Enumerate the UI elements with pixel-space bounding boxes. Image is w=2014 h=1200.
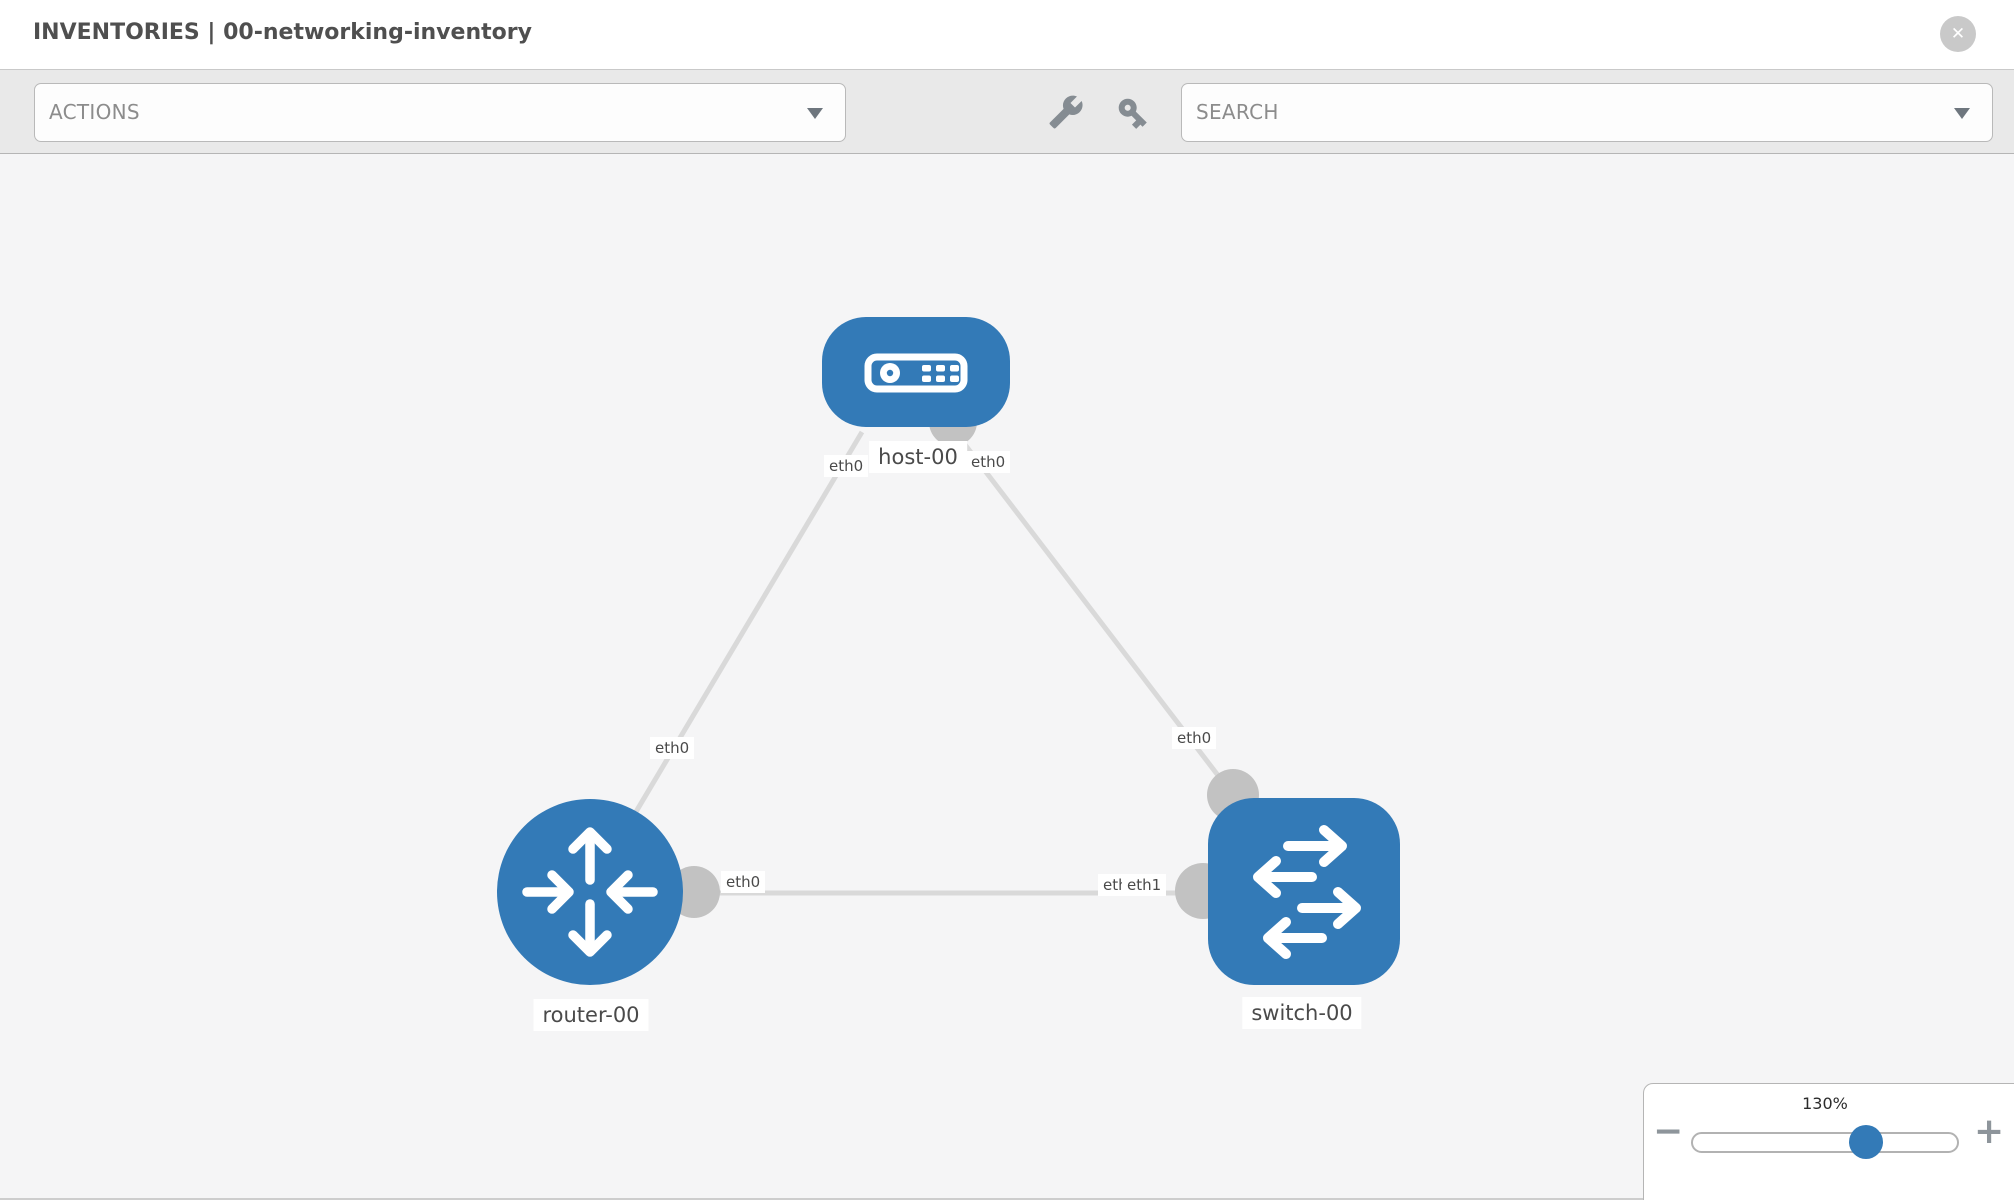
node-router-00[interactable] [497,799,683,985]
interface-label-router00-eth0-top: eth0 [650,737,695,760]
key-icon [1115,98,1151,135]
switch-arrows-icon [1253,825,1361,959]
interface-connectors [668,398,1259,919]
zoom-out-button[interactable]: − [1653,1111,1684,1152]
node-switch-00[interactable] [1208,798,1400,985]
actions-dropdown-label: ACTIONS [49,100,140,124]
search-placeholder: SEARCH [1196,100,1279,124]
node-label-switch-00: switch-00 [1242,997,1362,1030]
page-title: INVENTORIES | 00-networking-inventory [33,20,532,45]
links [615,423,1235,896]
interface-label-router00-eth0-right: eth0 [721,871,766,894]
zoom-in-button[interactable]: + [1974,1111,2005,1152]
node-label-router-00: router-00 [533,999,649,1032]
node-host-00[interactable] [822,317,1010,427]
actions-dropdown[interactable]: ACTIONS [34,83,846,142]
wrench-icon [1048,95,1084,134]
configure-button[interactable] [1048,94,1084,130]
search-dropdown[interactable]: SEARCH [1181,83,1993,142]
interface-label-switch00-eth1: eth1 [1122,874,1167,897]
router-arrows-icon [522,827,658,957]
toolbar: ACTIONS SEARCH [0,70,2014,154]
interface-label-switch00-eth0-top: eth0 [1172,727,1217,750]
chevron-down-icon [807,108,823,119]
server-icon [864,353,968,393]
zoom-slider-thumb[interactable] [1849,1125,1883,1159]
close-icon[interactable]: ✕ [1940,16,1976,52]
zoom-level-label: 130% [1802,1094,1848,1113]
link-host00-router00[interactable] [615,430,865,844]
zoom-control-panel: 130% − + [1643,1083,2014,1200]
chevron-down-icon [1954,108,1970,119]
header: INVENTORIES | 00-networking-inventory ✕ [0,0,2014,70]
credentials-button[interactable] [1115,95,1151,131]
node-label-host-00: host-00 [869,441,967,474]
interface-label-host00-eth0-left: eth0 [824,455,869,478]
interface-label-host00-eth0-right: eth0 [966,451,1011,474]
zoom-slider-track[interactable] [1691,1125,1959,1159]
canvas-bottom-border [0,1198,2014,1200]
